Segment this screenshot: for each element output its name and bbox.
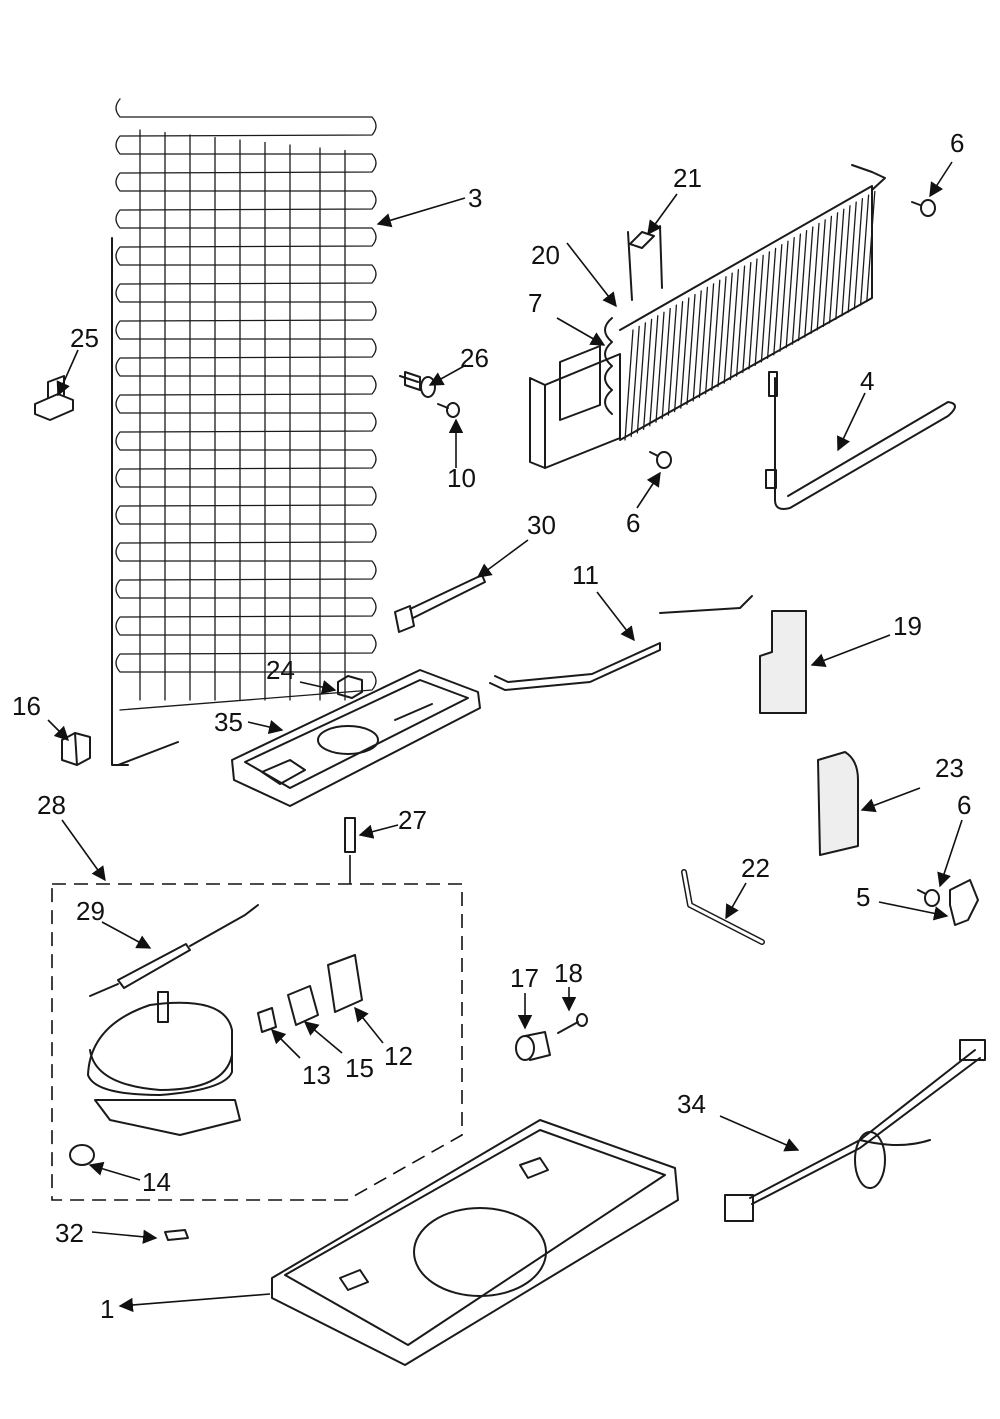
compressor-assembly-28-outline xyxy=(51,883,463,1201)
callout-13: 13 xyxy=(302,1060,331,1090)
nut-24 xyxy=(337,675,363,699)
tie-strap-30 xyxy=(394,574,486,633)
callout-6-evap: 6 xyxy=(626,508,641,538)
callout-24: 24 xyxy=(266,655,295,685)
evaporator-coil xyxy=(529,164,886,469)
callout-6-bracket: 6 xyxy=(957,790,972,820)
callout-35: 35 xyxy=(214,707,243,737)
clip-32 xyxy=(164,1229,189,1241)
callout-5: 5 xyxy=(856,882,871,912)
callout-23: 23 xyxy=(935,753,964,783)
base-pan-1 xyxy=(271,1119,679,1366)
screw-6-evap-bottom xyxy=(649,451,672,469)
callout-14: 14 xyxy=(142,1167,171,1197)
screw-10 xyxy=(437,402,460,418)
clip-16 xyxy=(61,732,91,766)
grommet-26 xyxy=(399,371,436,398)
screw-6-top xyxy=(911,199,936,217)
callout-25: 25 xyxy=(70,323,99,353)
callout-10: 10 xyxy=(447,463,476,493)
condenser-coil xyxy=(111,98,377,766)
callout-4: 4 xyxy=(860,366,875,396)
callout-27: 27 xyxy=(398,805,427,835)
callout-29: 29 xyxy=(76,896,105,926)
tube-27 xyxy=(344,817,356,853)
screw-6-bracket xyxy=(917,889,940,907)
tube-11 xyxy=(489,595,753,691)
compressor xyxy=(87,991,241,1136)
foam-block-23 xyxy=(817,751,859,856)
callout-12: 12 xyxy=(384,1041,413,1071)
leader-lines xyxy=(47,161,963,1313)
callout-19: 19 xyxy=(893,611,922,641)
callout-21: 21 xyxy=(673,163,702,193)
defrost-heater-4 xyxy=(765,371,956,510)
drier-29 xyxy=(89,904,259,997)
bracket-5 xyxy=(949,879,979,926)
callout-1: 1 xyxy=(100,1294,115,1324)
callout-32: 32 xyxy=(55,1218,84,1248)
callout-11: 11 xyxy=(572,560,599,590)
roller-17 xyxy=(515,1031,551,1061)
drain-pan-35 xyxy=(231,669,481,807)
callout-15: 15 xyxy=(345,1053,374,1083)
callout-30: 30 xyxy=(527,510,556,540)
callout-34: 34 xyxy=(677,1089,706,1119)
overload-15 xyxy=(287,985,319,1026)
callout-26: 26 xyxy=(460,343,489,373)
tube-22 xyxy=(681,869,765,945)
clip-13 xyxy=(257,1007,277,1033)
callout-17: 17 xyxy=(510,963,539,993)
screw-18 xyxy=(557,1013,588,1034)
callout-7: 7 xyxy=(528,288,543,318)
relay-12 xyxy=(327,954,363,1013)
callout-28: 28 xyxy=(37,790,66,820)
callout-3: 3 xyxy=(468,183,483,213)
grommet-14 xyxy=(69,1144,95,1166)
callout-20: 20 xyxy=(531,240,560,270)
callout-18: 18 xyxy=(554,958,583,988)
callout-16: 16 xyxy=(12,691,41,721)
mounting-clip-25 xyxy=(34,375,74,421)
foam-block-19 xyxy=(759,610,807,714)
callout-22: 22 xyxy=(741,853,770,883)
callout-6-top: 6 xyxy=(950,128,965,158)
wire-harness-34 xyxy=(724,1039,986,1222)
